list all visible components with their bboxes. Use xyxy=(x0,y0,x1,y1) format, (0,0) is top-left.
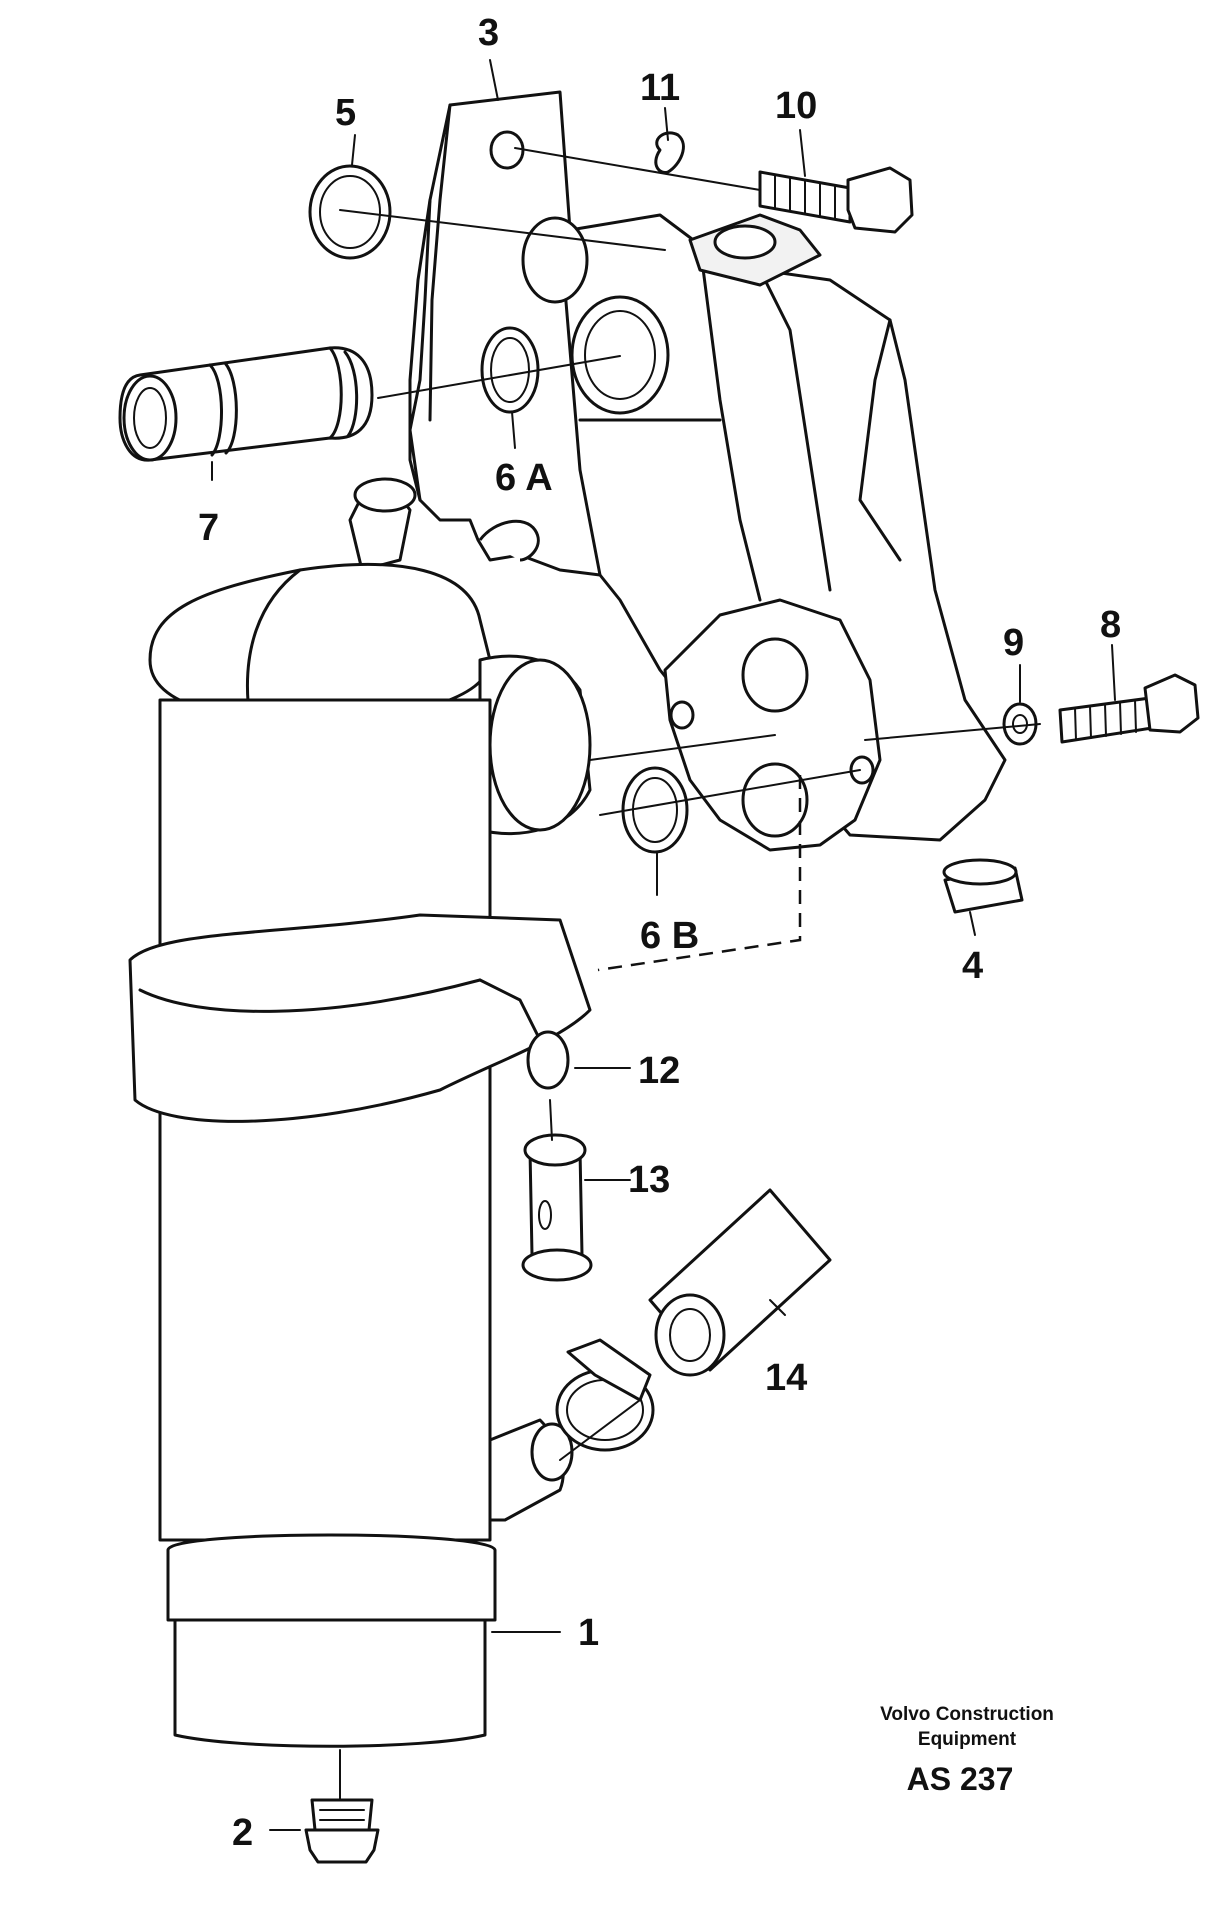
callout-2: 2 xyxy=(232,1812,253,1854)
callout-6b: 6 B xyxy=(640,915,699,957)
callout-8: 8 xyxy=(1100,604,1121,646)
filter-canister-1 xyxy=(128,477,592,1748)
drain-plug-2 xyxy=(304,1798,380,1864)
drawing-code: AS 237 xyxy=(907,1761,1014,1797)
callout-labels: 3 5 11 10 6 A 7 9 8 6 B 4 12 13 14 1 2 xyxy=(198,12,1121,1854)
plug-4 xyxy=(942,858,1024,914)
washer-11 xyxy=(654,131,685,175)
bolt-10 xyxy=(758,166,914,234)
callout-9: 9 xyxy=(1003,622,1024,664)
pin-13 xyxy=(521,1133,593,1282)
callout-14: 14 xyxy=(765,1357,807,1399)
callout-5: 5 xyxy=(335,92,356,134)
manufacturer-caption: Volvo Construction Equipment AS 237 xyxy=(880,1704,1054,1797)
callout-1: 1 xyxy=(578,1612,599,1654)
callout-4: 4 xyxy=(962,945,983,987)
clamp-band-12 xyxy=(128,913,592,1123)
hose-clamp xyxy=(555,1338,655,1452)
caption-company-line1: Volvo Construction xyxy=(880,1704,1054,1725)
caption-company-line2: Equipment xyxy=(918,1729,1017,1750)
callout-7: 7 xyxy=(198,507,219,549)
callout-13: 13 xyxy=(628,1159,670,1201)
bolt-8 xyxy=(1058,673,1200,744)
callout-10: 10 xyxy=(775,85,817,127)
callout-11: 11 xyxy=(640,67,680,109)
callout-6a: 6 A xyxy=(495,457,553,499)
hose-14 xyxy=(648,1188,832,1377)
bracket-housing xyxy=(408,90,1007,852)
callout-3: 3 xyxy=(478,12,499,54)
tube-7 xyxy=(118,346,374,462)
leader-lines xyxy=(211,59,1116,1831)
callout-12: 12 xyxy=(638,1050,680,1092)
